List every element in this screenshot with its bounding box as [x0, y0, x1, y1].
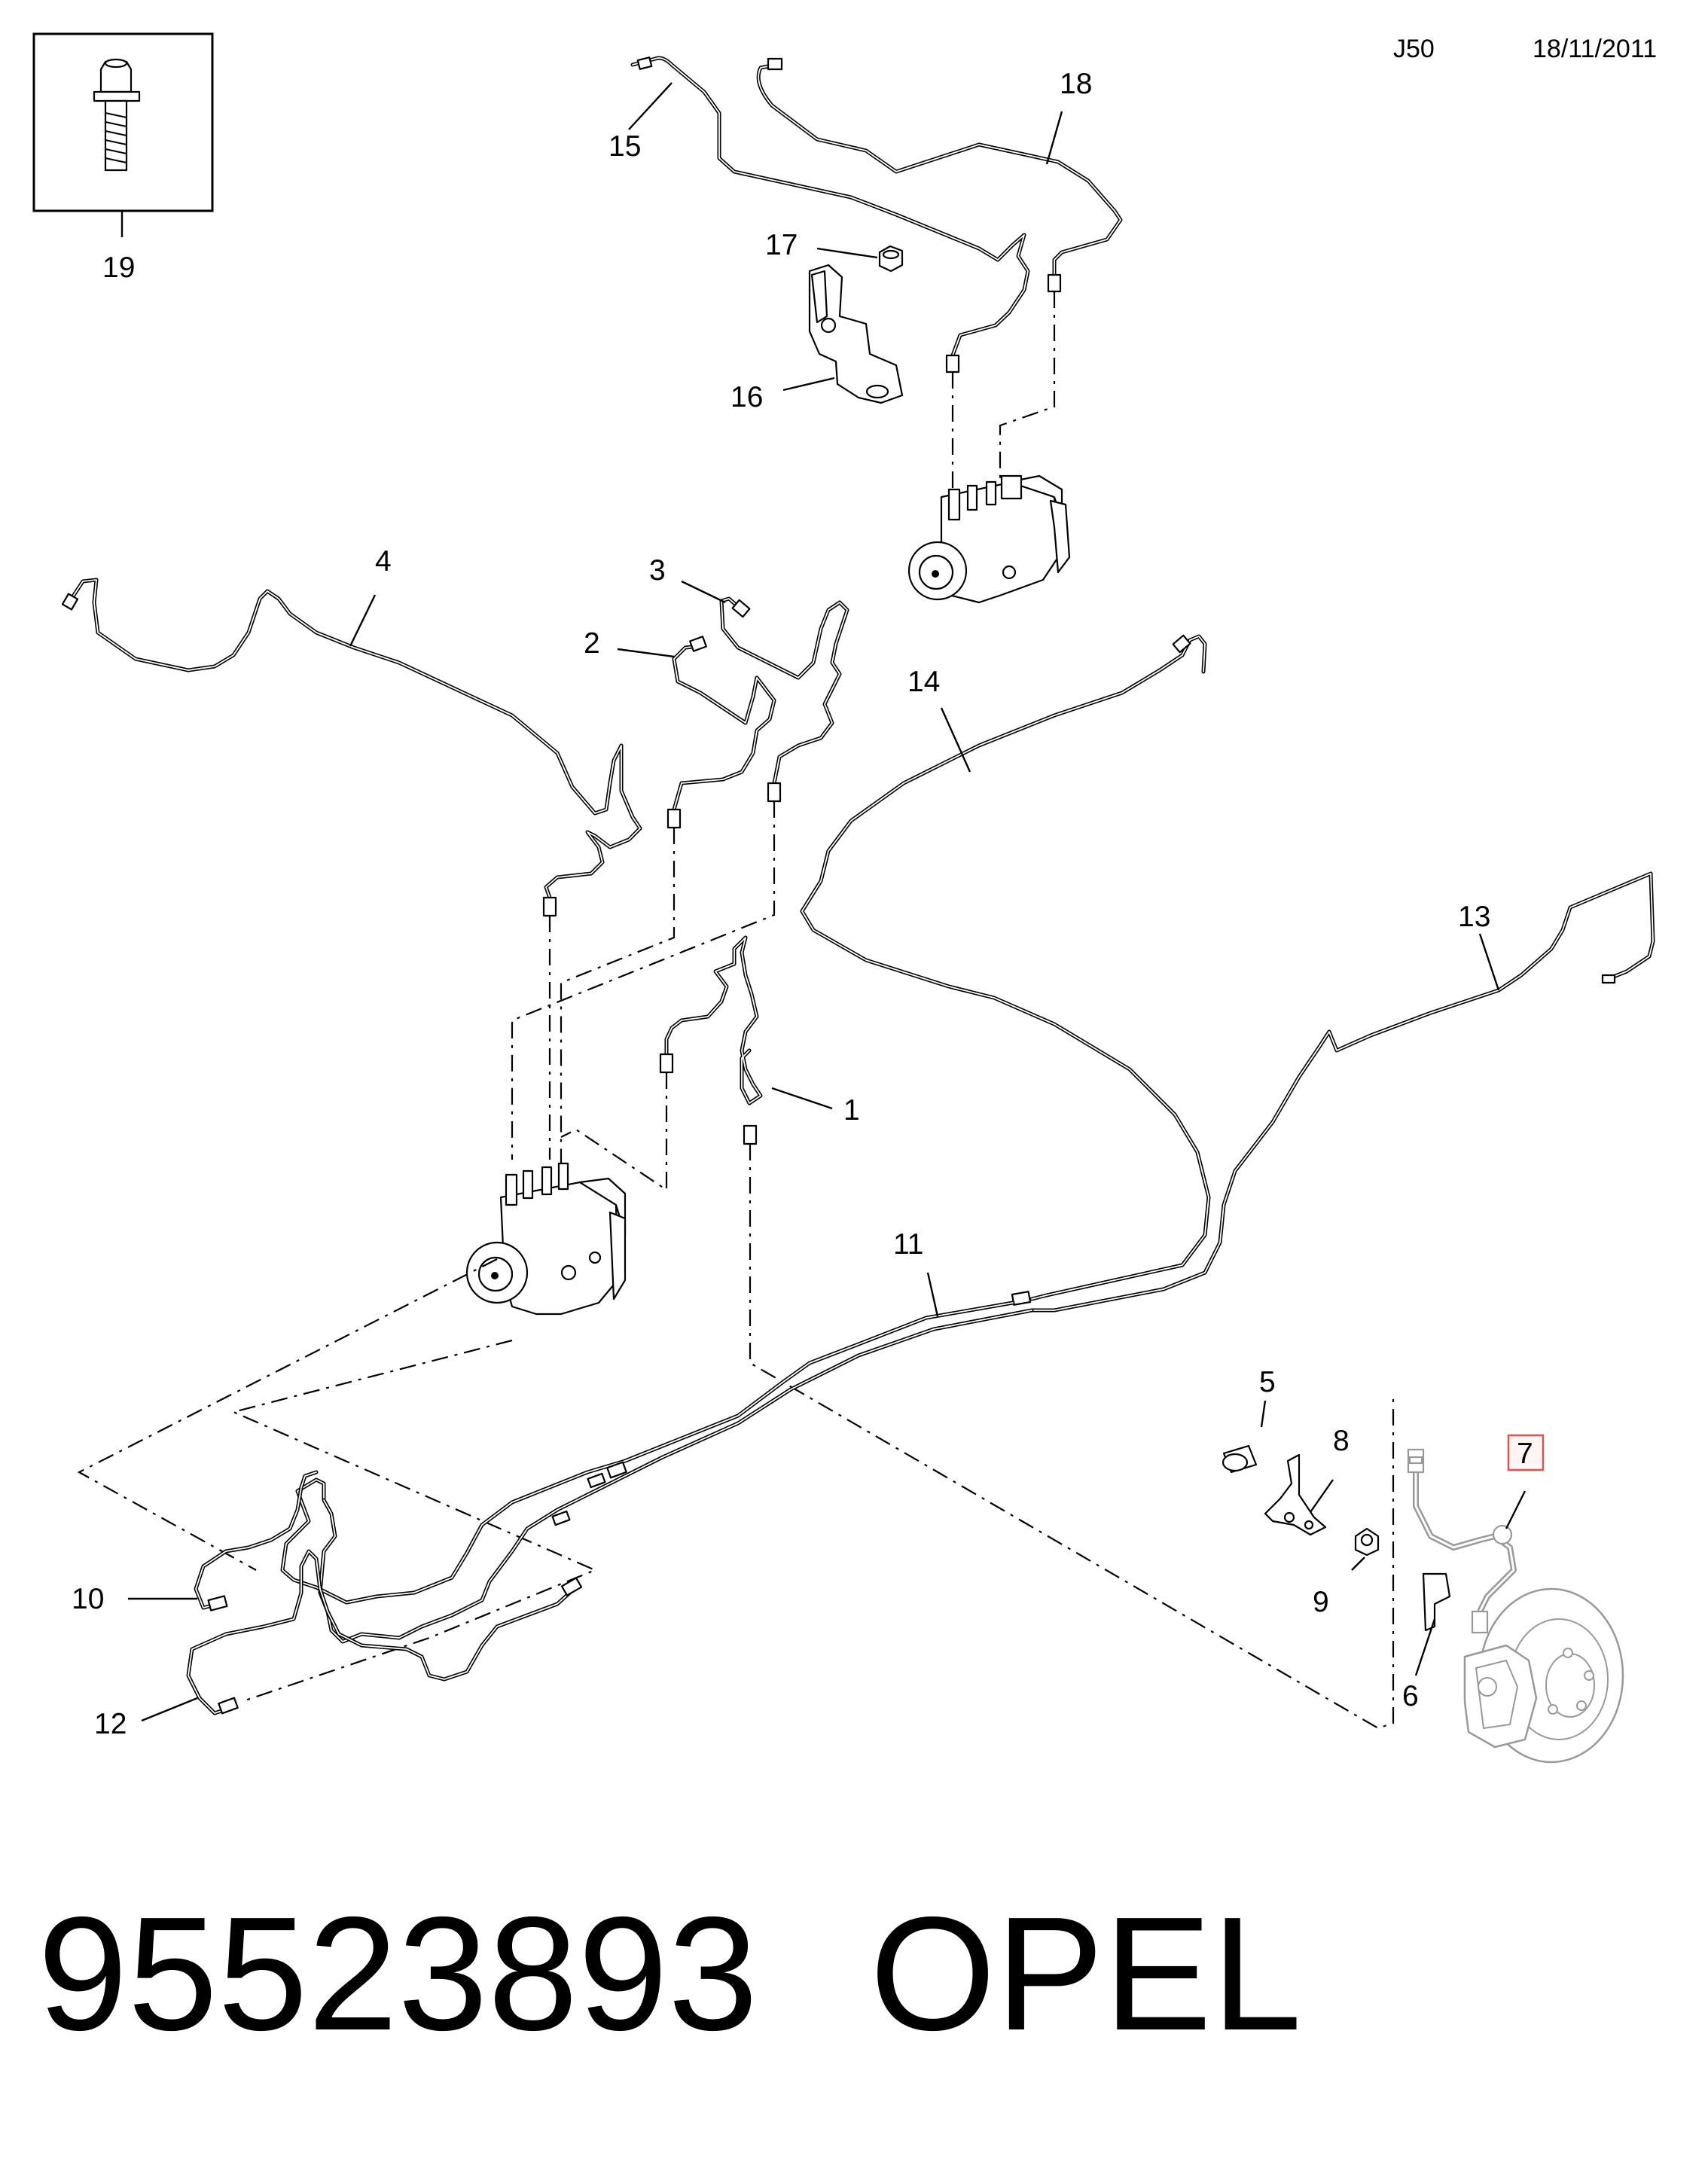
brake-pipe-15[interactable]: [628, 56, 1030, 374]
nut-part-9[interactable]: [1351, 1527, 1380, 1571]
bracket-part-8[interactable]: [1264, 1453, 1334, 1536]
brake-hose-part-7[interactable]: [1407, 1434, 1545, 1634]
callout-1: 1: [843, 1094, 860, 1127]
callout-18: 18: [1060, 68, 1092, 100]
callout-4: 4: [375, 545, 392, 578]
grommet-part-5[interactable]: [1222, 1400, 1267, 1474]
diagram-code: J50: [1393, 35, 1435, 63]
brake-pipe-14[interactable]: [800, 634, 1211, 1306]
callout-10: 10: [72, 1583, 104, 1615]
brake-pipe-11[interactable]: [280, 1272, 1034, 1644]
nut-part-17[interactable]: [816, 245, 904, 273]
callout-12: 12: [94, 1708, 127, 1740]
brake-pipe-18[interactable]: [756, 57, 1123, 293]
disc-brake-assembly[interactable]: [1463, 1587, 1624, 1764]
diagram-date: 18/11/2011: [1533, 35, 1657, 63]
callout-9: 9: [1313, 1586, 1329, 1618]
callout-16: 16: [730, 381, 763, 413]
callout-17: 17: [765, 229, 798, 261]
brake-pipe-3[interactable]: [681, 580, 849, 803]
callout-7: 7: [1517, 1438, 1533, 1470]
abs-modulator-upper[interactable]: [907, 474, 1071, 604]
callout-19: 19: [102, 252, 135, 284]
bracket-part-6[interactable]: [1414, 1572, 1451, 1676]
callout-6: 6: [1402, 1680, 1419, 1712]
brake-pipe-2[interactable]: [617, 636, 776, 829]
abs-modulator-lower[interactable]: [465, 1162, 627, 1316]
brake-pipe-12[interactable]: [141, 1549, 583, 1722]
callout-3: 3: [649, 554, 666, 587]
brake-pipe-13[interactable]: [1029, 871, 1655, 1313]
callout-8: 8: [1333, 1425, 1350, 1457]
callout-13: 13: [1458, 901, 1490, 933]
brake-pipe-10[interactable]: [128, 1470, 319, 1612]
brake-pipe-1[interactable]: [659, 935, 833, 1145]
callout-11: 11: [893, 1228, 924, 1261]
callout-2: 2: [584, 627, 600, 660]
callout-5: 5: [1259, 1366, 1276, 1398]
brand-name: OPEL: [870, 1883, 1302, 2064]
part-number: 95523893: [38, 1883, 758, 2064]
callout-14: 14: [907, 666, 940, 698]
bracket-part-16[interactable]: [782, 264, 904, 404]
brake-pipe-4[interactable]: [61, 578, 642, 917]
bolt-part-19[interactable]: [32, 32, 214, 237]
callout-15: 15: [608, 130, 641, 163]
